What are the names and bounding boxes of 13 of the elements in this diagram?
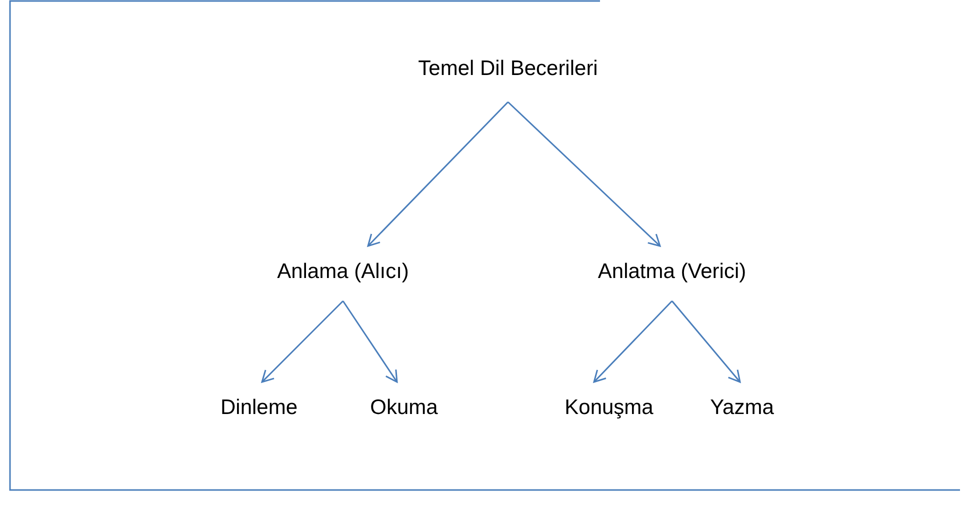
node-label: Dinleme xyxy=(220,395,298,421)
arrow xyxy=(671,300,741,383)
arrow xyxy=(507,101,661,247)
node-label: Yazma xyxy=(710,395,774,421)
arrow xyxy=(261,300,344,383)
node-label: Anlama (Alıcı) xyxy=(277,259,409,301)
arrow xyxy=(593,300,673,383)
node-label: Anlatma (Verici) xyxy=(598,259,746,301)
node-label: Temel Dil Becerileri xyxy=(418,56,598,102)
node-label: Konuşma xyxy=(564,395,654,421)
arrow xyxy=(367,101,509,247)
node-label: Okuma xyxy=(370,395,438,421)
arrow xyxy=(342,300,398,383)
